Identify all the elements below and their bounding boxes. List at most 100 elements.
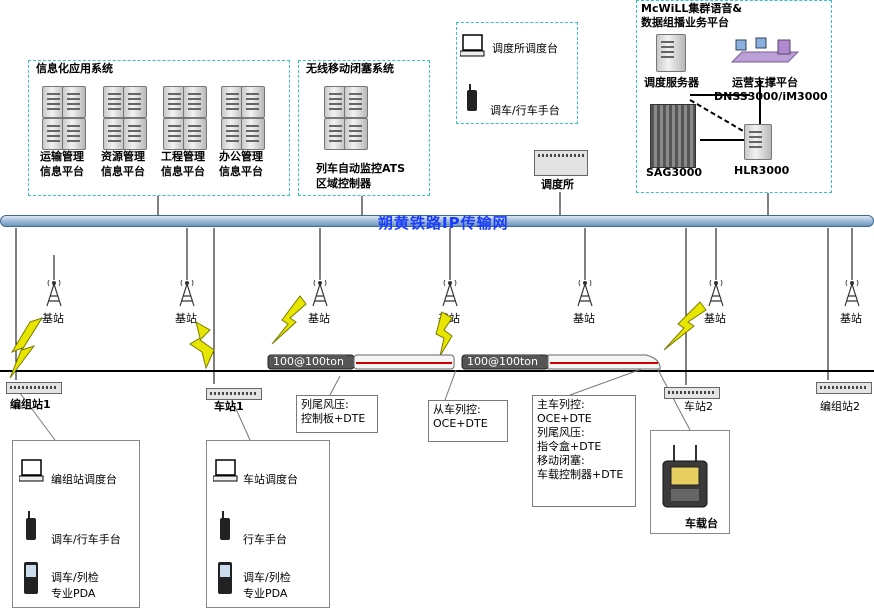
server-icon: [183, 118, 207, 150]
handset-icon: [26, 511, 36, 540]
network-title: 朔黄铁路IP传输网: [378, 214, 509, 232]
network-cluster-icon: [730, 37, 800, 63]
console-icon: [213, 459, 238, 482]
loco-1-label: 100@100ton: [271, 355, 347, 368]
dispatch-handset-label: 调车/行车手台: [490, 104, 560, 117]
callout-line: 从车列控:: [433, 403, 481, 416]
base-station-label: 基站: [42, 312, 64, 325]
lightning-bolt: [271, 295, 307, 345]
server-icon: [123, 86, 147, 118]
vehicle-radio-label: 车载台: [685, 517, 718, 530]
ops-platform-label-2: DNSS3000/iM3000: [714, 90, 828, 103]
office-platform: 办公管理 信息平台: [219, 86, 279, 192]
ats-label: 列车自动监控ATS: [316, 162, 406, 175]
base-station-label: 基站: [573, 312, 595, 325]
sag-label: SAG3000: [646, 166, 703, 179]
station-handset-label: 行车手台: [243, 533, 287, 546]
tail-pressure-callout: 列尾风压: 控制板+DTE: [296, 395, 378, 433]
callout-line: 控制板+DTE: [301, 412, 366, 425]
base-station-icon: [844, 279, 860, 307]
info-system-title: 信息化应用系统: [36, 62, 113, 75]
platform-label-2: 信息平台: [219, 165, 263, 178]
mcwill-group: [636, 0, 832, 193]
station1-label: 车站1: [214, 400, 244, 413]
callout-line: 移动闭塞:: [537, 454, 585, 467]
wireless-block-title: 无线移动闭塞系统: [306, 62, 394, 75]
engineering-platform: 工程管理 信息平台: [161, 86, 221, 192]
server-icon: [241, 118, 265, 150]
pda-icon: [218, 562, 232, 594]
base-station-icon: [708, 279, 724, 307]
station-pda-label-2: 专业PDA: [243, 587, 288, 600]
platform-label-1: 工程管理: [161, 150, 205, 163]
loco-2-label: 100@100ton: [465, 355, 541, 368]
ops-platform-label-1: 运营支撑平台: [732, 76, 798, 89]
left-yard-router-icon: [6, 382, 62, 394]
dispatch-router-icon: [534, 150, 588, 176]
platform-label-1: 资源管理: [101, 150, 145, 163]
hlr-server-icon: [744, 124, 772, 160]
station-box: 车站调度台 行车手台 调车/列检 专业PDA: [206, 440, 330, 608]
callout-line: 列尾风压:: [537, 426, 585, 439]
dispatch-label: 调度所: [541, 178, 574, 191]
pda-icon: [24, 562, 38, 594]
transport-platform: 运输管理 信息平台: [40, 86, 100, 192]
base-station-icon: [179, 279, 195, 307]
hlr-label: HLR3000: [734, 164, 790, 177]
right-yard-label: 编组站2: [820, 400, 860, 413]
callout-line: 指令盒+DTE: [537, 440, 602, 453]
info-system-group: [28, 60, 290, 196]
handset-icon: [220, 511, 230, 540]
vehicle-radio-box: 车载台: [650, 430, 730, 534]
base-station-icon: [577, 279, 593, 307]
sag-icon: [650, 104, 696, 168]
server-icon: [62, 86, 86, 118]
yard-console-label: 编组站调度台: [51, 473, 117, 486]
platform-label-2: 信息平台: [161, 165, 205, 178]
server-icon: [62, 118, 86, 150]
console-icon: [460, 34, 485, 57]
station1-router-icon: [206, 388, 262, 400]
base-station-label: 基站: [308, 312, 330, 325]
server-icon: [344, 86, 368, 118]
lightning-bolt: [435, 311, 453, 357]
platform-label-2: 信息平台: [101, 165, 145, 178]
dispatch-console-label: 调度所调度台: [492, 42, 558, 55]
slave-control-callout: 从车列控: OCE+DTE: [428, 400, 508, 442]
server-icon: [183, 86, 207, 118]
dispatch-server-icon: [656, 34, 686, 72]
lightning-bolt: [663, 301, 707, 351]
console-icon: [19, 459, 44, 482]
left-yard-label: 编组站1: [10, 398, 51, 411]
server-icon: [123, 118, 147, 150]
base-station-icon: [312, 279, 328, 307]
base-station-label: 基站: [704, 312, 726, 325]
lightning-bolt: [9, 317, 44, 379]
platform-label-2: 信息平台: [40, 165, 84, 178]
server-icon: [344, 118, 368, 150]
server-icon: [241, 86, 265, 118]
callout-line: 主车列控:: [537, 398, 585, 411]
wireless-block-group: [298, 60, 430, 196]
platform-label-1: 办公管理: [219, 150, 263, 163]
yard-box: 编组站调度台 调车/行车手台 调车/列检 专业PDA: [12, 440, 140, 608]
dispatch-group: [456, 22, 578, 124]
platform-label-1: 运输管理: [40, 150, 84, 163]
yard-pda-label-1: 调车/列检: [51, 571, 99, 584]
station2-label: 车站2: [684, 400, 713, 413]
station-console-label: 车站调度台: [243, 473, 298, 486]
handset-icon: [467, 84, 477, 111]
resource-platform: 资源管理 信息平台: [101, 86, 161, 192]
zone-controller-label: 区域控制器: [316, 177, 371, 190]
dispatch-server-label: 调度服务器: [644, 76, 699, 89]
vehicle-radio-icon: [662, 445, 708, 508]
base-station-icon: [46, 279, 62, 307]
callout-line: OCE+DTE: [433, 417, 488, 430]
callout-line: 车载控制器+DTE: [537, 468, 624, 481]
master-control-callout: 主车列控: OCE+DTE 列尾风压: 指令盒+DTE 移动闭塞: 车载控制器+…: [532, 395, 636, 507]
station2-router-icon: [664, 387, 720, 399]
callout-line: 列尾风压:: [301, 398, 349, 411]
lightning-bolt: [189, 320, 215, 370]
